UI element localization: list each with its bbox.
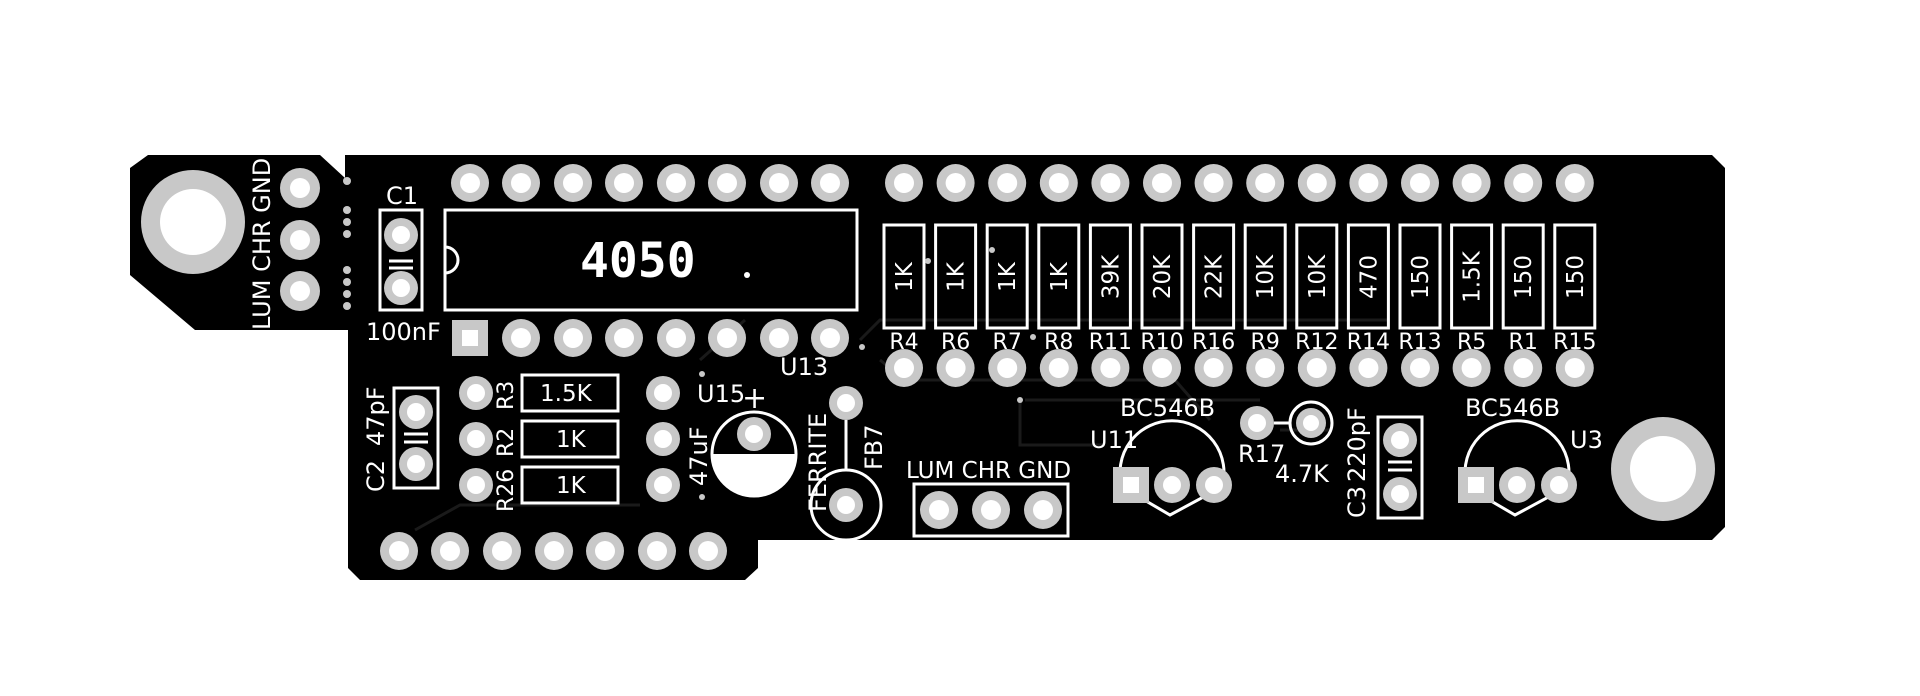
c2-ref-label: C2 [362,460,390,492]
u3-value-label: BC546B [1465,394,1560,422]
ic-4050-bottom-pins [452,319,849,357]
capacitor-c3 [1376,415,1424,520]
u15-value-label: 47uF [685,426,713,486]
resistor-value-label: 470 [1356,255,1382,299]
resistor-value-label: 1K [1047,261,1073,292]
resistor-value-label: 1K [944,261,970,292]
mounting-hole-right [1611,417,1715,521]
r17-value-label: 4.7K [1275,460,1330,488]
resistor-value-label: 150 [1563,255,1589,299]
resistor-bank: 1KR41KR61KR71KR839KR1120KR1022KR1610KR91… [882,164,1596,387]
resistor-value-label: 10K [1305,254,1331,299]
r3-ref-label: R3 [494,381,519,410]
c2-value-label: 47pF [362,386,390,446]
u11-value-label: BC546B [1120,394,1215,422]
transistor-u3 [1458,419,1577,517]
bottom-pin-row [380,532,727,570]
resistor-r17 [1240,400,1334,446]
resistor-value-label: 150 [1511,255,1537,299]
resistor-value-label: 1K [892,261,918,292]
left-connector-label: LUM CHR GND [248,158,276,330]
resistor-value-label: 1.5K [1460,250,1486,303]
resistor-value-label: 10K [1253,254,1279,299]
bottom-connector [912,482,1070,538]
fb7-ref-label: FB7 [860,424,888,470]
resistor-value-label: 150 [1408,255,1434,299]
ic-4050-label: 4050 [580,233,696,289]
resistor-value-label: 20K [1150,254,1176,299]
pcb-outline [130,155,1725,580]
u3-ref-label: U3 [1570,426,1603,454]
resistor-value-label: 1K [995,261,1021,292]
transistor-u11 [1113,419,1232,517]
ferrite-fb7 [809,386,883,542]
resistor-block-r3-r2-r26 [459,373,680,505]
mounting-hole-left [141,170,245,274]
ic-4050-top-pins [451,164,849,202]
r3-value-label: 1.5K [540,381,593,407]
capacitor-c1 [378,208,424,312]
fb7-value-label: FERRITE [804,413,832,512]
c3-ref-label: C3 [1343,486,1371,518]
c3-value-label: 220pF [1343,407,1371,482]
capacitor-u15 [699,371,798,500]
bottom-connector-label: LUM CHR GND [906,458,1071,484]
c1-value-label: 100nF [366,318,441,346]
r26-ref-label: R26 [494,469,519,512]
c1-ref-label: C1 [386,182,418,210]
u11-ref-label: U11 [1090,426,1138,454]
r26-value-label: 1K [556,473,587,499]
r2-ref-label: R2 [494,428,519,457]
u15-plus-label: + [742,381,767,416]
u15-ref-label: U15 [697,380,745,408]
left-edge-vias [343,177,351,310]
ic-4050-body [443,208,859,312]
r17-ref-label: R17 [1238,440,1285,468]
capacitor-c2 [392,386,440,490]
resistor-value-label: 22K [1202,254,1228,299]
r2-value-label: 1K [556,427,587,453]
resistor-value-label: 39K [1098,254,1124,299]
u13-ref-label: U13 [780,353,828,381]
left-connector-pads [280,168,320,311]
